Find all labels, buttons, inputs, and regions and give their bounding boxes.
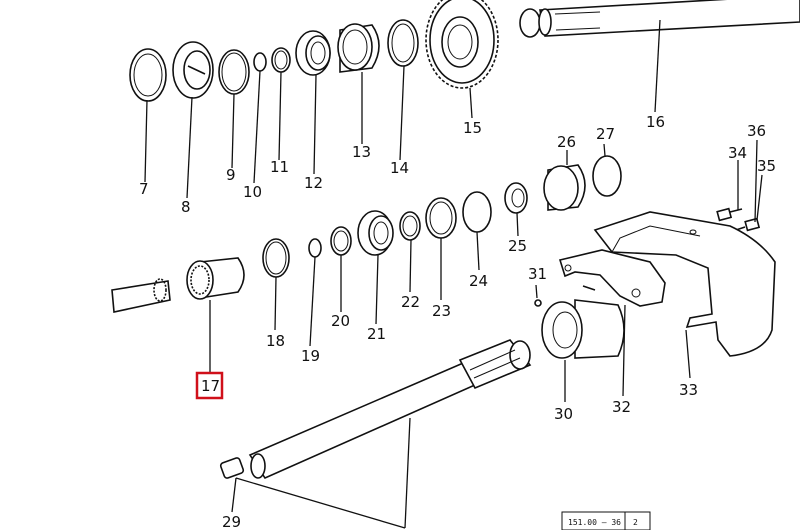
part-14-snap-ring[interactable] [387, 19, 419, 67]
label-15: 15 [463, 119, 482, 137]
label-7: 7 [139, 180, 149, 198]
label-34: 34 [728, 144, 747, 162]
part-16-shaft[interactable] [519, 0, 800, 38]
part-19-circlip[interactable] [308, 238, 322, 258]
label-25: 25 [508, 237, 527, 255]
label-14: 14 [390, 159, 409, 177]
label-23: 23 [432, 302, 451, 320]
part-9-ring[interactable] [218, 49, 250, 95]
label-10: 10 [243, 183, 262, 201]
label-17: 17 [201, 377, 220, 395]
leader-lines [144, 19, 763, 529]
part-17-coupling[interactable] [186, 257, 245, 300]
stamp-code: 151.00 — 36 [568, 518, 621, 527]
label-20: 20 [331, 312, 350, 330]
part-27-snap-ring[interactable] [592, 155, 622, 197]
part-21-bearing[interactable] [357, 210, 394, 256]
label-13: 13 [352, 143, 371, 161]
label-32: 32 [612, 398, 631, 416]
left-stub-shaft [111, 278, 171, 313]
part-12-bearing[interactable] [295, 30, 331, 76]
label-8: 8 [181, 198, 191, 216]
part-34-bolt[interactable] [716, 207, 743, 222]
part-7-snap-ring[interactable] [129, 48, 167, 102]
part-33-cover[interactable] [593, 211, 776, 357]
part-13-sleeve[interactable] [337, 23, 380, 73]
label-33: 33 [679, 381, 698, 399]
part-20-ring[interactable] [330, 226, 352, 256]
part-11-ring[interactable] [271, 47, 291, 73]
part-10-washer[interactable] [253, 52, 267, 72]
part-23-washer[interactable] [425, 197, 457, 239]
label-31: 31 [528, 265, 547, 283]
label-18: 18 [266, 332, 285, 350]
label-19: 19 [301, 347, 320, 365]
part-labels: 7 8 9 10 11 12 13 14 15 16 17 18 19 20 2… [139, 113, 776, 530]
part-22-ring[interactable] [399, 211, 421, 241]
label-36: 36 [747, 122, 766, 140]
label-27: 27 [596, 125, 615, 143]
label-24: 24 [469, 272, 488, 290]
label-12: 12 [304, 174, 323, 192]
label-26: 26 [557, 133, 576, 151]
label-16: 16 [646, 113, 665, 131]
label-30: 30 [554, 405, 573, 423]
label-21: 21 [367, 325, 386, 343]
part-25-bushing[interactable] [504, 182, 528, 214]
part-15-gear[interactable] [425, 0, 499, 89]
label-11: 11 [270, 158, 289, 176]
label-29: 29 [222, 513, 241, 530]
part-32-bracket[interactable] [558, 249, 666, 307]
part-29-bushing[interactable] [219, 457, 245, 479]
part-18-snap-ring[interactable] [262, 238, 290, 278]
part-31-pin[interactable] [534, 299, 542, 307]
main-shaft[interactable] [248, 339, 532, 480]
part-26-cap[interactable] [543, 164, 586, 211]
stamp-sheet: 2 [633, 518, 638, 527]
part-30-cap[interactable] [541, 299, 625, 359]
highlight-box-17 [195, 371, 224, 400]
label-9: 9 [226, 166, 236, 184]
label-22: 22 [401, 293, 420, 311]
part-8-bearing-cap[interactable] [172, 41, 214, 99]
label-35: 35 [757, 157, 776, 175]
part-24-ring[interactable] [462, 191, 492, 233]
drawing-stamp: 151.00 — 36 2 [561, 511, 651, 530]
